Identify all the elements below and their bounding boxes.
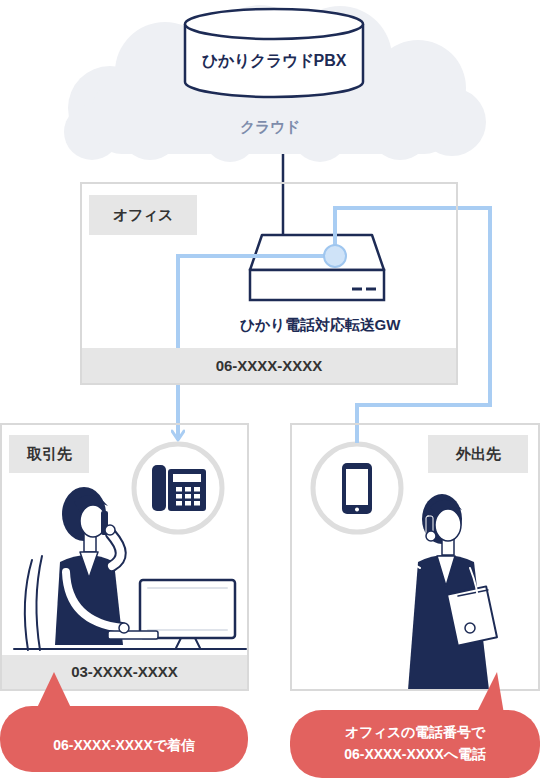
number-band-label: 03-XXXX-XXXX [2, 655, 247, 689]
office-box: オフィスひかり電話対応転送GW 06-XXXX-XXXX [80, 182, 458, 385]
smartphone-icon [313, 444, 401, 532]
callout-label: 06-XXXX-XXXXで着信 [0, 733, 248, 757]
client-box-label: 取引先 [9, 435, 89, 473]
pbx-cylinder-label: ひかりクラウドPBX [183, 50, 365, 72]
cloud: クラウド ひかりクラウドPBX [55, 0, 490, 160]
desk-phone-icon [134, 444, 222, 532]
gateway-port [324, 245, 346, 267]
callout-label: オフィスの電話番号で 06-XXXX-XXXXへ電話 [335, 721, 495, 765]
client-box: 取引先 03-XXXX-XXXX [0, 423, 249, 691]
woman-at-desk [14, 487, 246, 650]
callout: 06-XXXX-XXXXで着信 [0, 668, 248, 772]
callout-outline [0, 668, 248, 772]
cloud-label: クラウド [215, 116, 325, 138]
woman-standing [408, 494, 497, 690]
outside-box: 外出先 [290, 423, 540, 691]
callout: オフィスの電話番号で 06-XXXX-XXXXへ電話 [290, 668, 540, 778]
number-band: 06-XXXX-XXXX [82, 348, 456, 383]
gateway-box: ひかり電話対応転送GW [220, 232, 420, 342]
gateway-box-label: ひかり電話対応転送GW [220, 314, 420, 336]
connector-line [282, 154, 285, 234]
outside-box-label: 外出先 [428, 435, 528, 473]
number-band: 03-XXXX-XXXX [2, 655, 247, 689]
number-band-label: 06-XXXX-XXXX [82, 348, 456, 383]
pbx-cylinder: ひかりクラウドPBX [183, 6, 365, 98]
office-box-label: オフィス [89, 195, 197, 235]
gateway-device [250, 235, 384, 300]
